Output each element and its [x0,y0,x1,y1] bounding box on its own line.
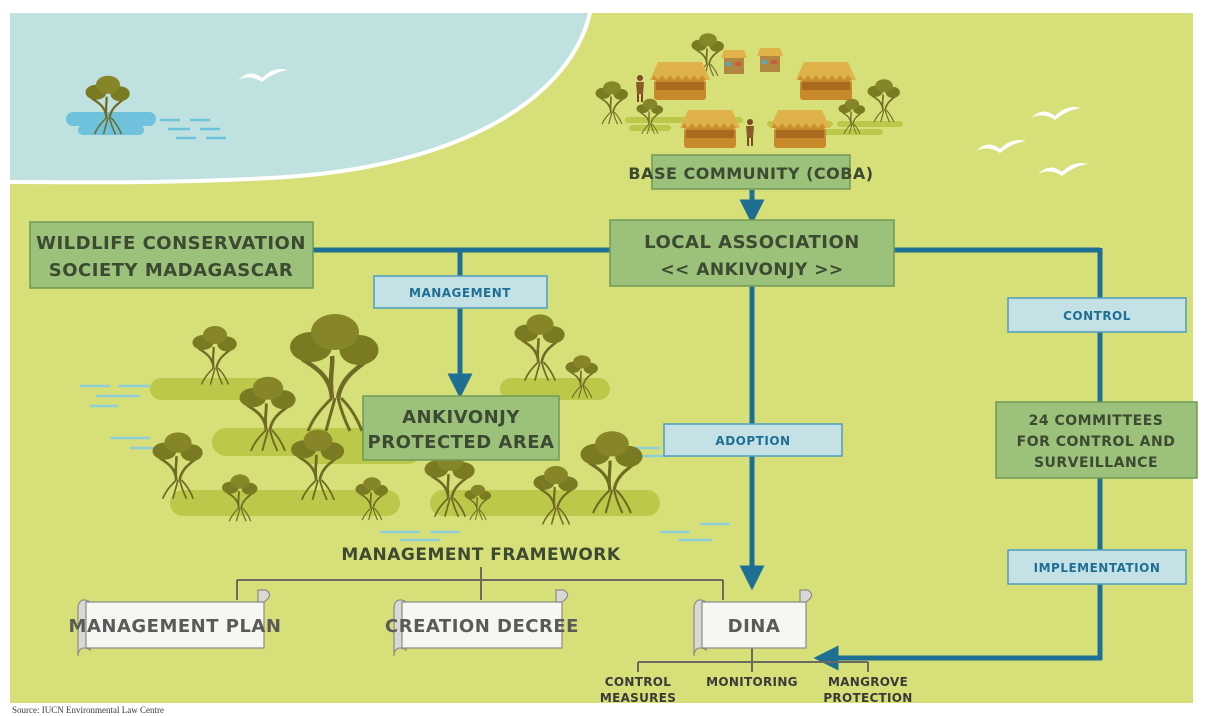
node-local-association: LOCAL ASSOCIATION << ANKIVONJY >> [609,219,895,287]
sea-area [10,13,590,183]
svg-text:CONTROL: CONTROL [1063,309,1131,323]
framework-tree [236,567,869,672]
source-credit: Source: IUCN Environmental Law Centre [12,705,164,715]
svg-text:WILDLIFE CONSERVATION: WILDLIFE CONSERVATION [36,233,306,254]
dina-mangrove-protection-line2: PROTECTION [823,691,912,705]
node-base-community: BASE COMMUNITY (COBA) [628,154,873,190]
svg-text:MANAGEMENT: MANAGEMENT [409,286,511,300]
dina-control-measures-line2: MEASURES [600,691,676,705]
hut-icon [796,62,856,100]
market-stall-icon [721,50,747,74]
dina-monitoring: MONITORING [706,675,798,689]
svg-text:DINA: DINA [728,616,781,637]
market-stall-icon [757,48,783,72]
dina-mangrove-protection: MANGROVE [828,675,908,689]
svg-text:FOR CONTROL AND: FOR CONTROL AND [1017,434,1176,450]
dina-control-measures: CONTROL [605,675,671,689]
svg-text:<< ANKIVONJY >>: << ANKIVONJY >> [660,260,843,280]
tag-management: MANAGEMENT [373,275,548,309]
doc-management-plan: MANAGEMENT PLAN [69,589,282,657]
svg-text:IMPLEMENTATION: IMPLEMENTATION [1034,561,1161,575]
village-illustration [594,32,903,148]
node-wildlife-conservation-society: WILDLIFE CONSERVATION SOCIETY MADAGASCAR [29,221,314,289]
svg-text:CREATION DECREE: CREATION DECREE [385,616,579,637]
svg-text:SURVEILLANCE: SURVEILLANCE [1034,455,1158,471]
svg-text:LOCAL ASSOCIATION: LOCAL ASSOCIATION [644,232,860,253]
svg-text:BASE COMMUNITY (COBA): BASE COMMUNITY (COBA) [628,164,873,183]
islet-mangrove [66,74,226,140]
hut-icon [680,110,740,148]
node-committees: 24 COMMITTEES FOR CONTROL AND SURVEILLAN… [995,401,1198,479]
hut-icon [650,62,710,100]
svg-text:PROTECTED AREA: PROTECTED AREA [368,432,555,453]
framework-title: MANAGEMENT FRAMEWORK [341,545,620,565]
doc-creation-decree: CREATION DECREE [385,589,579,657]
svg-text:SOCIETY MADAGASCAR: SOCIETY MADAGASCAR [49,260,293,281]
node-protected-area: ANKIVONJY PROTECTED AREA [362,395,560,461]
svg-text:MANAGEMENT PLAN: MANAGEMENT PLAN [69,616,282,637]
svg-text:ANKIVONJY: ANKIVONJY [402,407,520,428]
tag-control: CONTROL [1007,297,1187,333]
tag-adoption: ADOPTION [663,423,843,457]
svg-text:ADOPTION: ADOPTION [715,434,790,448]
doc-dina: DINA [693,589,813,657]
tag-implementation: IMPLEMENTATION [1007,549,1187,585]
hut-icon [770,110,830,148]
svg-text:24 COMMITTEES: 24 COMMITTEES [1029,413,1164,429]
